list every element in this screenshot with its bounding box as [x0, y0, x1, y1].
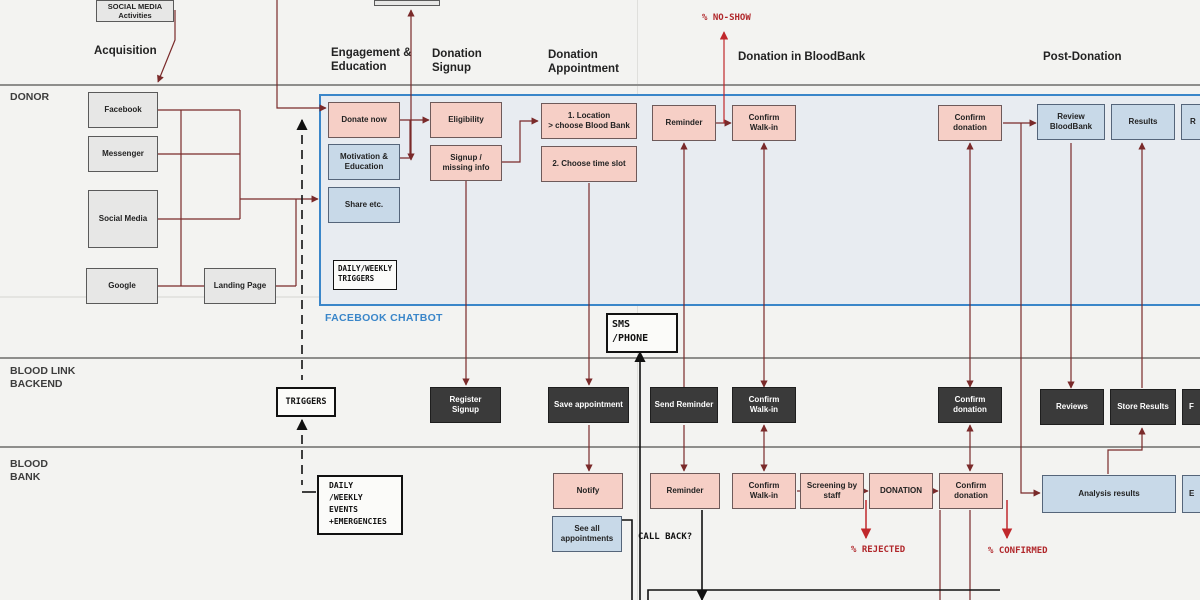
choose-time-slot-box: 2. Choose time slot	[541, 146, 637, 182]
choose-location-box: 1. Location > choose Blood Bank	[541, 103, 637, 139]
see-all-appointments-box: See all appointments	[552, 516, 622, 552]
phase-post-donation: Post-Donation	[1043, 51, 1122, 63]
motivation-education-box: Motivation & Education	[328, 144, 400, 180]
lane-divider-donor	[0, 84, 1200, 86]
reminder-box-chatbot: Reminder	[652, 105, 716, 141]
review-bloodbank-box: Review BloodBank	[1037, 104, 1105, 140]
analysis-results-box: Analysis results	[1042, 475, 1176, 513]
confirm-walk-in-box-backend: Confirm Walk-in	[732, 387, 796, 423]
screening-by-staff-box: Screening by staff	[800, 473, 864, 509]
donate-now-box: Donate now	[328, 102, 400, 138]
donation-box: DONATION	[869, 473, 933, 509]
lane-label-bloodbank: BLOOD BANK	[10, 458, 48, 483]
partial-r-box: R	[1181, 104, 1200, 140]
notify-box: Notify	[553, 473, 623, 509]
daily-weekly-events-note: DAILY /WEEKLY EVENTS +EMERGENCIES	[317, 475, 403, 535]
phase-in-bloodbank: Donation in BloodBank	[738, 51, 866, 63]
rejected-note: % REJECTED	[851, 545, 906, 555]
reminder-box-bloodbank: Reminder	[650, 473, 720, 509]
partial-f-box: F	[1182, 389, 1200, 425]
register-signup-box: Register Signup	[430, 387, 501, 423]
phase-appointment: Donation Appointment	[548, 49, 619, 75]
partial-e-box: E	[1182, 475, 1200, 513]
lane-label-backend: BLOOD LINK BACKEND	[10, 365, 76, 390]
results-box: Results	[1111, 104, 1175, 140]
daily-weekly-triggers-note: DAILY/WEEKLY TRIGGERS	[333, 260, 397, 290]
triggers-note: TRIGGERS	[276, 387, 336, 417]
top-partial-box	[374, 0, 440, 6]
google-box: Google	[86, 268, 158, 304]
confirm-walk-in-box-chatbot: Confirm Walk-in	[732, 105, 796, 141]
confirm-donation-box-backend: Confirm donation	[938, 387, 1002, 423]
confirm-donation-box-chatbot: Confirm donation	[938, 105, 1002, 141]
share-box: Share etc.	[328, 187, 400, 223]
eligibility-box: Eligibility	[430, 102, 502, 138]
facebook-chatbot-label: FACEBOOK CHATBOT	[325, 312, 443, 324]
send-reminder-box: Send Reminder	[650, 387, 718, 423]
confirm-donation-box-bloodbank: Confirm donation	[939, 473, 1003, 509]
landing-page-box: Landing Page	[204, 268, 276, 304]
phase-signup: Donation Signup	[432, 48, 482, 74]
lane-divider-backend	[0, 357, 1200, 359]
confirm-walk-in-box-bloodbank: Confirm Walk-in	[732, 473, 796, 509]
messenger-box: Messenger	[88, 136, 158, 172]
no-show-note: % NO-SHOW	[702, 13, 751, 23]
lane-label-donor: DONOR	[10, 91, 50, 103]
sms-phone-note: SMS /PHONE	[606, 313, 678, 353]
social-media-box: Social Media	[88, 190, 158, 248]
phase-acquisition: Acquisition	[94, 45, 157, 57]
confirmed-note: % CONFIRMED	[988, 546, 1048, 556]
save-appointment-box: Save appointment	[548, 387, 629, 423]
signup-missing-info-box: Signup / missing info	[430, 145, 502, 181]
reviews-box: Reviews	[1040, 389, 1104, 425]
phase-engagement: Engagement & Education	[331, 47, 412, 73]
store-results-box: Store Results	[1110, 389, 1176, 425]
social-media-activities-box: SOCIAL MEDIA Activities	[96, 0, 174, 22]
facebook-box: Facebook	[88, 92, 158, 128]
lane-divider-bloodbank	[0, 446, 1200, 448]
call-back-note: CALL BACK?	[638, 532, 693, 542]
